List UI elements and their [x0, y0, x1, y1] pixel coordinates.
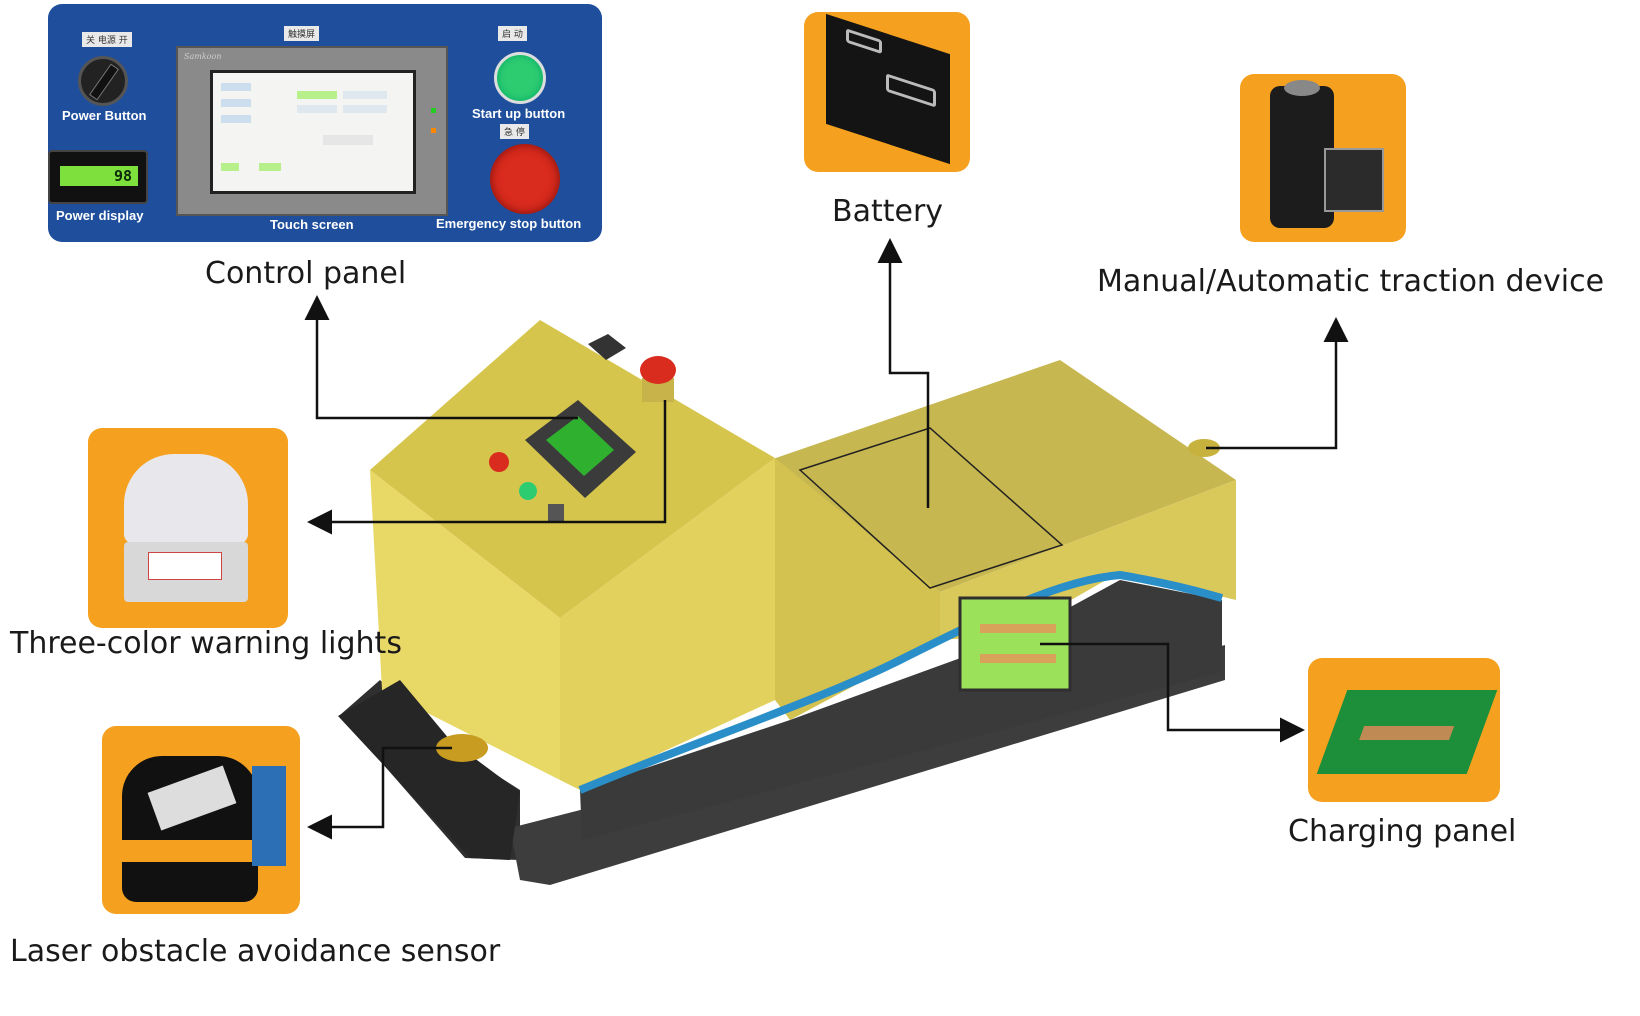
touch-screen-display: [210, 70, 416, 194]
charging-panel-photo: [1308, 658, 1500, 802]
touch-screen-tag: 触摸屏: [284, 26, 320, 41]
stop-tag: 急 停: [500, 124, 529, 139]
control-panel-photo: 关 电源 开 Power Button 98 Power display 触摸屏…: [48, 4, 602, 242]
power-display: 98: [48, 150, 148, 204]
touch-screen-label: Touch screen: [270, 217, 354, 232]
red-button-icon: [489, 452, 509, 472]
traction-pin-icon: [1188, 439, 1220, 457]
rear-top-surface: [770, 360, 1236, 592]
laser-sensor-housing: [252, 766, 286, 866]
laser-sensor-icon: [122, 756, 258, 902]
tower-side: [560, 458, 775, 790]
control-panel-label: Control panel: [205, 256, 407, 291]
traction-device-photo: [1240, 74, 1406, 242]
laser-sensor-mount: [436, 734, 488, 762]
start-button-icon: [494, 52, 546, 104]
power-switch-tag: 关 电源 开: [82, 32, 132, 47]
touch-screen-bezel: Samkoon: [176, 46, 448, 216]
start-tag: 启 动: [498, 26, 527, 41]
power-button-label: Power Button: [62, 108, 147, 123]
battery-percent: 98: [113, 167, 132, 185]
warning-light-photo: [88, 428, 288, 628]
middle-side: [775, 458, 940, 720]
start-button-label: Start up button: [472, 106, 566, 121]
emergency-stop-icon: [490, 144, 560, 214]
power-display-label: Power display: [56, 208, 144, 223]
traction-gear-icon: [1324, 148, 1384, 212]
warning-light-connector: [307, 400, 667, 535]
traction-device-icon: [1270, 86, 1334, 228]
screen-brand: Samkoon: [184, 52, 222, 61]
battery-label: Battery: [832, 194, 944, 229]
warning-lights-label: Three-color warning lights: [10, 626, 402, 661]
emergency-button-label: Emergency stop button: [436, 216, 582, 231]
control-screen-icon: [546, 416, 614, 476]
traction-label: Manual/Automatic traction device: [1097, 264, 1605, 299]
charging-contact: [980, 624, 1056, 633]
laser-sensor-photo: [102, 726, 300, 914]
battery-hatch: [798, 427, 1064, 589]
power-display-screen: 98: [60, 166, 138, 186]
key-switch-icon: [548, 504, 564, 522]
status-display-icon: [588, 334, 626, 360]
charging-panel-label: Charging panel: [1288, 814, 1517, 849]
charging-connector: [1040, 642, 1305, 743]
battery-connector: [877, 238, 930, 508]
front-handle: [338, 680, 520, 860]
warning-light-base: [124, 542, 248, 602]
laser-connector: [307, 746, 452, 840]
laser-sensor-label: Laser obstacle avoidance sensor: [10, 934, 501, 969]
warning-light-icon: [124, 454, 248, 544]
green-button-icon: [519, 482, 537, 500]
estop-icon: [640, 356, 676, 384]
charging-contact: [980, 654, 1056, 663]
battery-photo: [804, 12, 970, 172]
traction-connector: [1206, 317, 1349, 450]
control-panel-connector: [304, 295, 578, 420]
power-knob-icon: [78, 56, 128, 106]
